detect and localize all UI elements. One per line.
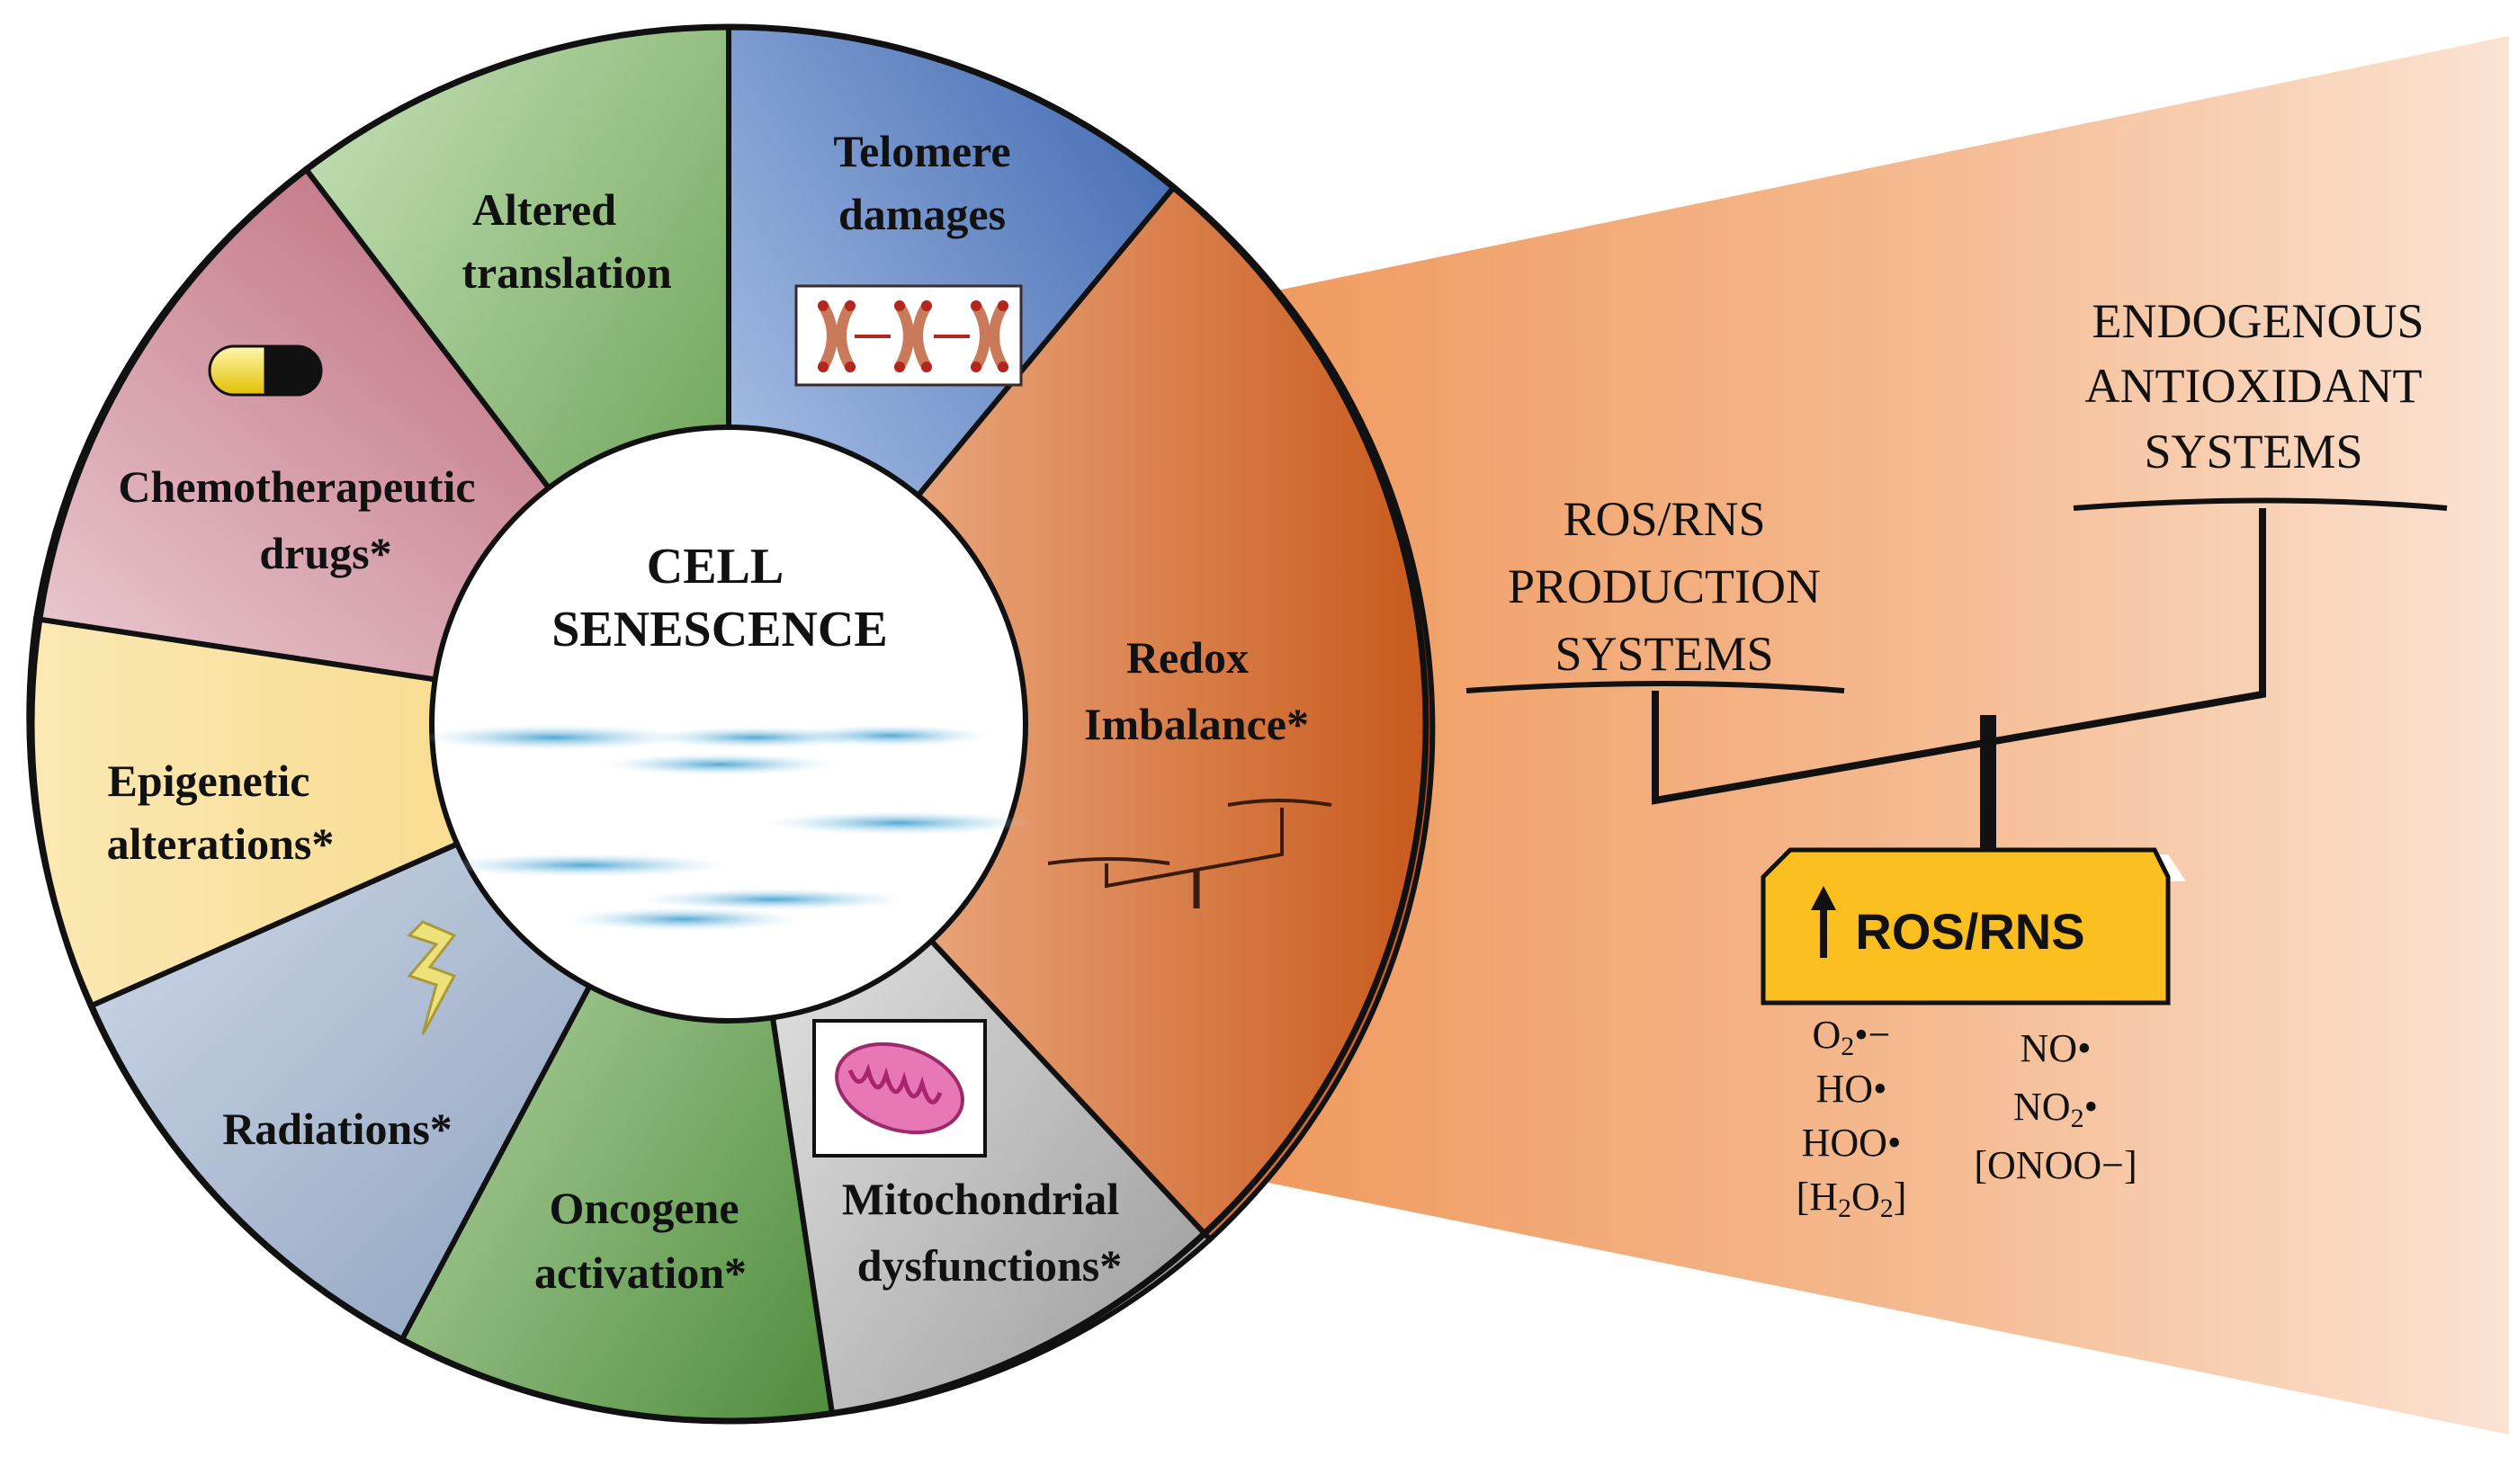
left-label-1: ROS/RNS — [1563, 492, 1765, 546]
rns-species-nitric-oxide: NO• — [2021, 1026, 2092, 1070]
small-balance-icon — [1047, 799, 1332, 908]
label-oncogene-1: Oncogene — [549, 1183, 739, 1233]
center-title-line1: CELL — [647, 539, 784, 594]
label-redox-2: Imbalance* — [1084, 699, 1309, 749]
ros-species-hydroperoxyl: HOO• — [1802, 1121, 1902, 1165]
label-telomere-1: Telomere — [833, 126, 1010, 176]
label-oncogene-2: activation* — [534, 1247, 747, 1298]
scale-beam — [1652, 508, 2266, 805]
label-radiations: Radiations* — [222, 1104, 453, 1154]
ros-box-shape — [1761, 847, 2171, 1006]
center-title-line2: SENESCENCE — [551, 602, 887, 657]
center-circle: CELL SENESCENCE — [418, 425, 1035, 1024]
rns-species-nitrogen-dioxide: NO2• — [2013, 1085, 2098, 1133]
label-chemo-1: Chemotherapeutic — [118, 461, 475, 512]
cell-streaks — [418, 725, 1035, 931]
label-epigenetic-2: alterations* — [107, 818, 335, 869]
left-label-2: PRODUCTION — [1508, 559, 1821, 613]
rns-species-peroxynitrite: [ONOO−] — [1974, 1143, 2137, 1187]
up-arrow-icon — [1811, 886, 1836, 910]
label-mito-2: dysfunctions* — [857, 1240, 1123, 1291]
label-translation-1: Altered — [472, 184, 616, 235]
chromosome-icon — [794, 284, 1023, 387]
right-pan — [2073, 497, 2448, 511]
balance-scale: ROS/RNS — [1465, 497, 2448, 1006]
label-telomere-2: damages — [838, 189, 1006, 239]
ros-species-hydroxyl: HO• — [1816, 1067, 1887, 1111]
right-label-2: ANTIOXIDANT — [2085, 359, 2423, 413]
ros-box-label: ROS/RNS — [1855, 903, 2084, 960]
left-pan — [1465, 681, 1845, 693]
ros-species-hydrogen-peroxide: [H2O2] — [1797, 1175, 1907, 1223]
label-redox-1: Redox — [1126, 632, 1249, 683]
right-label-3: SYSTEMS — [2144, 425, 2362, 478]
label-epigenetic-1: Epigenetic — [108, 755, 310, 806]
left-label-3: SYSTEMS — [1555, 627, 1773, 681]
mitochondrion-icon — [812, 1019, 987, 1158]
right-label-1: ENDOGENOUS — [2092, 294, 2424, 348]
zoom-cone — [1255, 36, 2509, 1435]
lightning-icon — [407, 920, 457, 1035]
wheel-outline — [28, 23, 1429, 1425]
label-chemo-2: drugs* — [259, 528, 391, 578]
ros-species-superoxide: O2•− — [1813, 1013, 1891, 1061]
label-translation-2: translation — [461, 247, 672, 298]
pill-icon — [208, 344, 323, 397]
label-mito-1: Mitochondrial — [842, 1174, 1119, 1224]
